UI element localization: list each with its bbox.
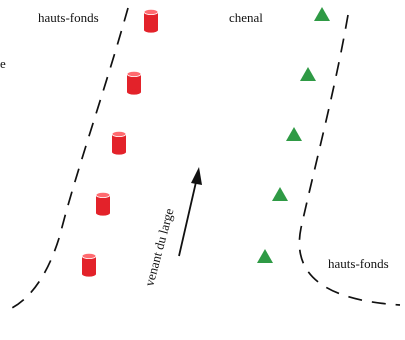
inbound-direction-arrow: [178, 167, 202, 257]
red-can-buoy: [95, 191, 111, 216]
label-shoal-top: hauts-fonds: [38, 10, 99, 25]
port-marks: [81, 8, 159, 277]
label-left-fragment: e: [0, 56, 6, 71]
green-cone-buoy: [314, 7, 330, 21]
left-channel-boundary: [7, 7, 129, 311]
green-cone-buoy: [300, 67, 316, 81]
red-can-buoy: [81, 252, 97, 277]
label-inbound: venant du large: [141, 206, 176, 287]
label-shoal-right: hauts-fonds: [328, 256, 389, 271]
red-can-buoy: [143, 8, 159, 33]
label-channel: chenal: [229, 10, 263, 25]
red-can-buoy: [126, 71, 142, 95]
right-channel-boundary: [298, 14, 401, 306]
red-can-buoy: [111, 130, 127, 155]
green-cone-buoy: [257, 249, 273, 263]
starboard-marks: [257, 7, 330, 263]
green-cone-buoy: [272, 187, 288, 201]
green-cone-buoy: [286, 127, 302, 141]
